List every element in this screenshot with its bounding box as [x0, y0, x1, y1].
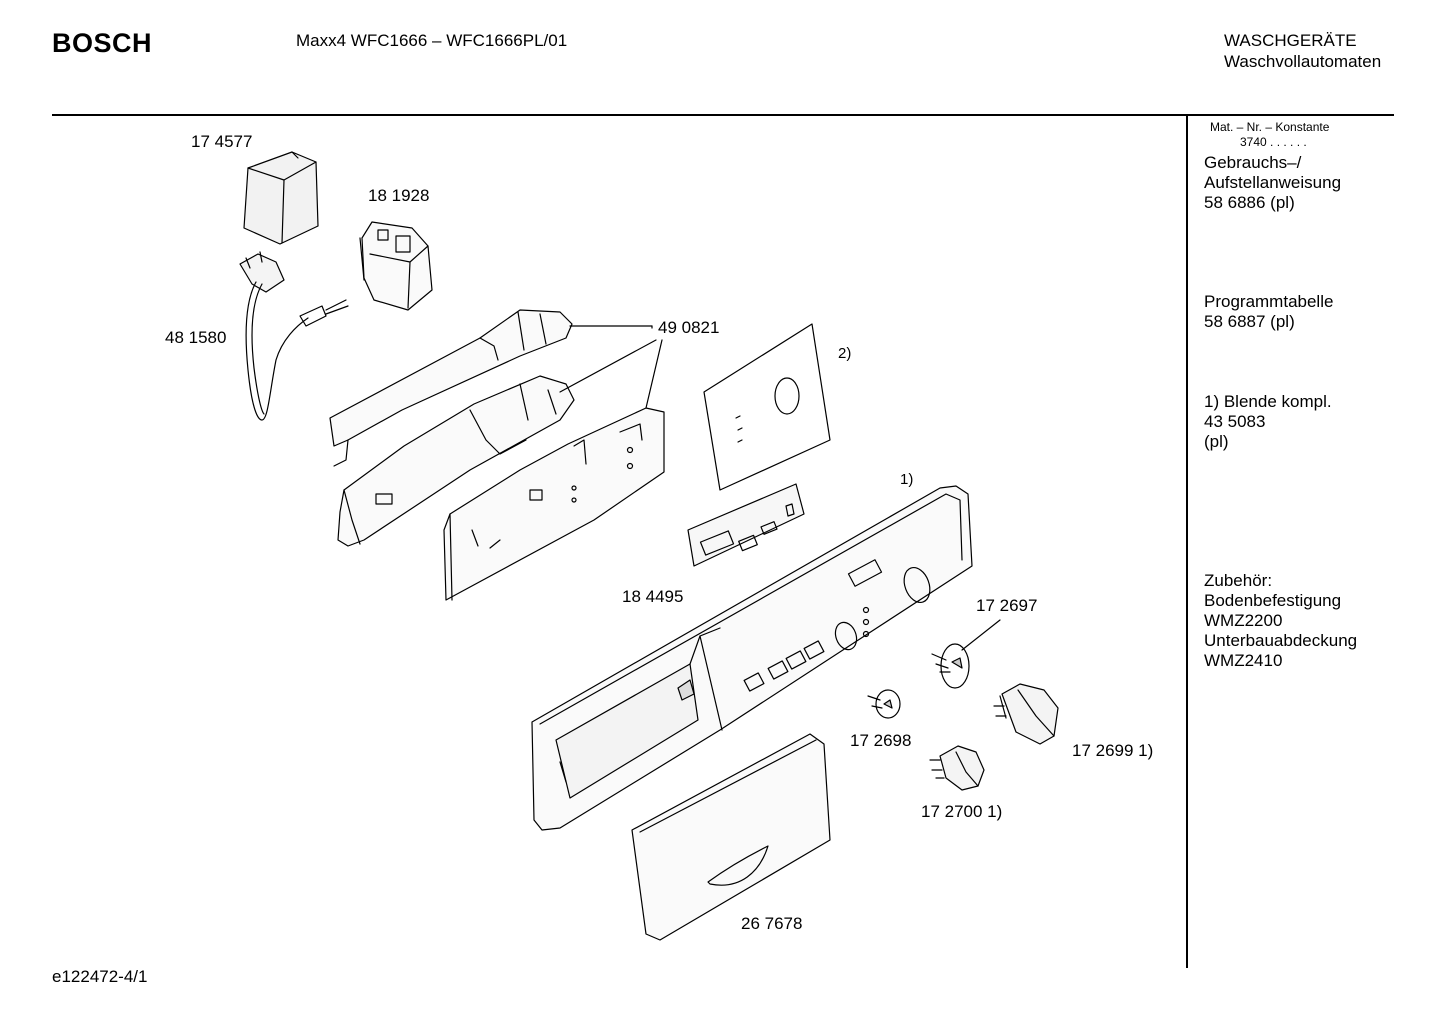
part-label-filter: 18 1928 — [368, 186, 430, 205]
panel-label: 1) Blende kompl. — [1204, 392, 1332, 411]
drawing-id: e122472-4/1 — [52, 967, 148, 986]
ref-panel: 1) — [900, 471, 914, 488]
material-number-label: Mat. – Nr. – Konstante — [1210, 120, 1330, 134]
manual-label-line1: Gebrauchs–/ — [1204, 153, 1302, 172]
part-label-cover: 17 4577 — [191, 132, 253, 151]
panel-language: (pl) — [1204, 432, 1229, 451]
part-label-module: 49 0821 — [658, 318, 720, 337]
subcategory-title: Waschvollautomaten — [1224, 52, 1382, 71]
accessory-1-name: Bodenbefestigung — [1204, 591, 1342, 610]
cover-part — [244, 152, 318, 244]
manual-number: 58 6886 (pl) — [1204, 193, 1295, 212]
module-part — [330, 310, 664, 600]
part-label-knob-bracket: 17 2697 — [976, 596, 1038, 615]
knob-large-part — [994, 684, 1058, 744]
part-label-knob-medium: 17 2700 1) — [921, 802, 1003, 821]
label-sheet-part — [704, 324, 830, 490]
part-label-power-cord: 48 1580 — [165, 328, 227, 347]
header-divider — [52, 114, 1394, 116]
part-label-knob-small: 17 2698 — [850, 731, 912, 750]
panel-number: 43 5083 — [1204, 412, 1266, 431]
display-board-part — [688, 484, 804, 566]
model-title: Maxx4 WFC1666 – WFC1666PL/01 — [296, 31, 568, 50]
ref-label-sheet: 2) — [838, 345, 852, 362]
knob-small-part — [868, 690, 900, 718]
program-table-label: Programmtabelle — [1204, 292, 1334, 311]
accessory-1-code: WMZ2200 — [1204, 611, 1283, 630]
part-label-drawer-handle: 26 7678 — [741, 914, 803, 933]
category-title: WASCHGERÄTE — [1224, 31, 1357, 50]
knob-bracket-part — [932, 620, 1000, 688]
filter-part — [360, 222, 432, 310]
knob-medium-part — [930, 746, 984, 790]
manual-label-line2: Aufstellanweisung — [1204, 173, 1342, 192]
part-label-display-board: 18 4495 — [622, 587, 684, 606]
sidebar-divider — [1186, 116, 1188, 968]
accessory-2-code: WMZ2410 — [1204, 651, 1283, 670]
control-panel-part — [532, 486, 972, 830]
material-number-value: 3740 . . . . . . — [1240, 135, 1307, 149]
part-label-knob-large: 17 2699 1) — [1072, 741, 1154, 760]
drawer-handle-part — [632, 734, 830, 940]
exploded-parts-drawing — [0, 0, 1180, 960]
program-table-number: 58 6887 (pl) — [1204, 312, 1295, 331]
accessories-label: Zubehör: — [1204, 571, 1273, 590]
accessory-2-name: Unterbauabdeckung — [1204, 631, 1358, 650]
brand-logo: BOSCH — [52, 28, 153, 58]
power-cord-part — [240, 252, 348, 420]
